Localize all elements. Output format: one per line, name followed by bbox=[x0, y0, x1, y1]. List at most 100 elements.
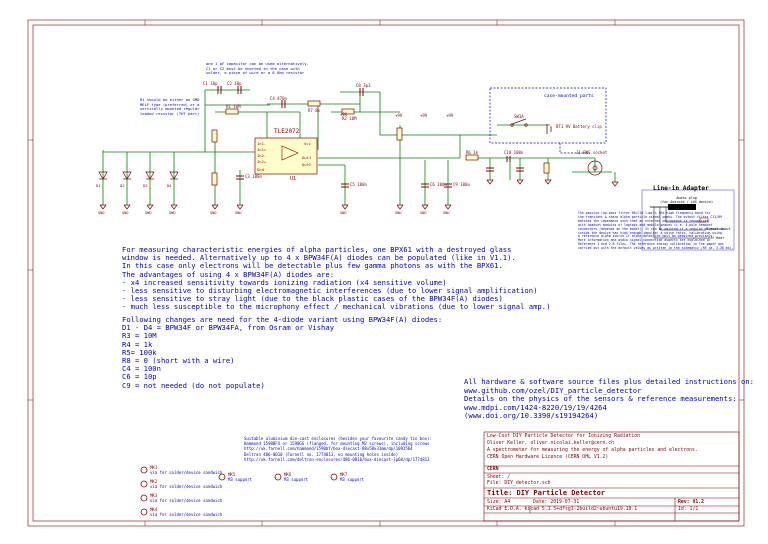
part-ref: R6 bbox=[466, 150, 471, 155]
gnd-label: GND bbox=[443, 211, 450, 215]
part-value: 8k bbox=[315, 108, 321, 113]
links-line[interactable]: www.mdpi.com/1424-8220/19/19/4264 bbox=[464, 402, 607, 412]
enclosure-line: Hammond 1590BFX or 1590GS (flanged, for … bbox=[244, 441, 430, 447]
mk-ref: MK7 bbox=[340, 472, 348, 477]
vcc-label: +9V bbox=[446, 113, 454, 118]
right-note: The passive low-pass filter R8/C10 limit… bbox=[578, 211, 734, 251]
links-line[interactable]: (www.doi.org/10.3390/s19194264) bbox=[464, 411, 599, 421]
part-value: 10M bbox=[349, 116, 357, 121]
diode-label: D1 bbox=[96, 183, 101, 188]
gnd-label: GND bbox=[122, 211, 129, 215]
notes-line: window is needed. Alternatively up to 4 … bbox=[122, 253, 516, 263]
line-in-adapter bbox=[641, 189, 735, 251]
links-line: Details on the physics of the sensors & … bbox=[464, 394, 737, 404]
part-value: 10M bbox=[233, 104, 241, 109]
opamp-pin: Vcc bbox=[304, 141, 311, 146]
sheet-frame bbox=[27, 19, 745, 527]
mk-ref: MK2 bbox=[150, 479, 158, 484]
notes-line: D1 - D4 = BPW34F or BPW34FA, from Osram … bbox=[122, 323, 335, 333]
title-block bbox=[483, 431, 740, 522]
part-label-r7: R7 8k bbox=[308, 108, 320, 113]
mk-ref: MK4 bbox=[150, 507, 158, 512]
notes-line: C9 = not needed (do not populate) bbox=[122, 380, 265, 390]
case-mounted-box bbox=[489, 87, 607, 144]
part-value: 100n bbox=[357, 182, 367, 187]
part-label-c8: C8 3p3 bbox=[356, 83, 370, 88]
part-value: 10p bbox=[234, 81, 242, 86]
part-ref: R2 bbox=[342, 116, 347, 121]
links-line[interactable]: www.github.com/ozel/DIY_particle_detecto… bbox=[464, 385, 642, 395]
part-ref: C3 bbox=[245, 174, 250, 179]
part-ref: C1 bbox=[203, 81, 208, 86]
adapter-signal-label: Signal input bbox=[706, 227, 731, 231]
enclosure-notes: Suitable aluminium die-cast enclosures (… bbox=[244, 436, 432, 462]
part-ref: C5 bbox=[350, 182, 355, 187]
part-ref: C4 bbox=[270, 96, 275, 101]
part-ref: C9 bbox=[453, 182, 458, 187]
opamp-pin: Out2 bbox=[302, 162, 312, 167]
enclosure-line: http://uk.farnell.com/hammond/1590bf/box… bbox=[244, 446, 413, 452]
opamp-ref: U1 bbox=[290, 176, 297, 182]
bus-dashed-line bbox=[559, 143, 590, 154]
gnd-label: GND bbox=[340, 211, 347, 215]
mk-text: M3 support bbox=[340, 477, 365, 482]
mk-text: via for solder/device sandwich bbox=[150, 484, 223, 489]
links-block: All hardware & software source files plu… bbox=[464, 377, 754, 421]
part-value: 100n bbox=[513, 150, 524, 155]
photodiodes bbox=[98, 171, 179, 180]
notes-block1: For measuring characteristic energies of… bbox=[122, 245, 551, 312]
vcc-label: +9V bbox=[395, 113, 403, 118]
part-label-j1: J1 BNC socket bbox=[576, 150, 607, 155]
gnd-label: GND bbox=[145, 211, 152, 215]
mk-text: M3 support bbox=[228, 477, 253, 482]
notes-line: In this case only electrons will be dete… bbox=[122, 261, 503, 271]
notes-line: - less sensitive to stray light (due to … bbox=[122, 294, 503, 304]
part-ref: BT1 bbox=[556, 124, 564, 129]
part-ref: C10 bbox=[504, 150, 512, 155]
diode-label: D3 bbox=[143, 183, 148, 188]
gnd-symbols bbox=[99, 179, 619, 210]
part-value: 100u bbox=[460, 182, 470, 187]
part-value: 470n bbox=[277, 96, 287, 101]
mk-ref: MK3 bbox=[150, 493, 158, 498]
gnd-label: GND bbox=[210, 211, 217, 215]
notes-line: - x4 increased sensitivity towards ioniz… bbox=[122, 277, 447, 287]
links-line: All hardware & software source files plu… bbox=[464, 377, 754, 386]
part-value: 3p3 bbox=[363, 83, 371, 88]
notes-line: R3 = 10M bbox=[122, 331, 157, 341]
part-ref: C6 bbox=[430, 182, 435, 187]
frame-ticks bbox=[28, 20, 744, 526]
notes-line: - less sensitive to disturbing electroma… bbox=[122, 286, 538, 296]
part-ref: J1 bbox=[576, 150, 581, 155]
notes-line: R8 = 0 (short with a wire) bbox=[122, 356, 235, 366]
top-note: one 1 pF capacitor can be used alternati… bbox=[206, 61, 309, 76]
battery-clip bbox=[546, 124, 552, 134]
part-ref: C2 bbox=[227, 81, 232, 86]
tb-file: File: DIY_detector.sch bbox=[487, 481, 551, 486]
notes-line: The advantages of using 4 x BPW34F(A) di… bbox=[122, 269, 335, 279]
part-label-bt1: BT1 9V Battery clip bbox=[556, 124, 602, 129]
notes-line: - much less susceptible to the microphon… bbox=[122, 302, 551, 312]
part-label-c9: C9 100u bbox=[453, 182, 470, 187]
notes-line: R4 = 1k bbox=[122, 339, 153, 349]
opamp-pin: In1+ bbox=[257, 147, 267, 152]
enclosure-line: http://uk.farnell.com/deltron-enclosures… bbox=[244, 456, 430, 462]
mk-ref: MK6 bbox=[284, 472, 292, 477]
tb-kicad: KiCad E.D.A. kicad 5.1.5+dfsg1-2build2~u… bbox=[487, 507, 638, 512]
tb-line3: A spectrometer for measuring the energy … bbox=[487, 448, 698, 453]
diode-label: D4 bbox=[167, 183, 172, 188]
mk-text: via for solder/device sandwich bbox=[150, 470, 223, 475]
enclosure-line: Suitable aluminium die-cast enclosures (… bbox=[244, 436, 432, 441]
tb-org: CERN bbox=[487, 467, 499, 472]
bnc-socket bbox=[587, 160, 603, 176]
gnd-label: GND bbox=[235, 211, 242, 215]
tb-title: Title: DIY Particle Detector bbox=[487, 489, 606, 497]
enclosure-label: case-mounted parts bbox=[544, 94, 594, 99]
adapter-subtitle: Audio plug (for Android / iOS device) bbox=[660, 196, 714, 204]
